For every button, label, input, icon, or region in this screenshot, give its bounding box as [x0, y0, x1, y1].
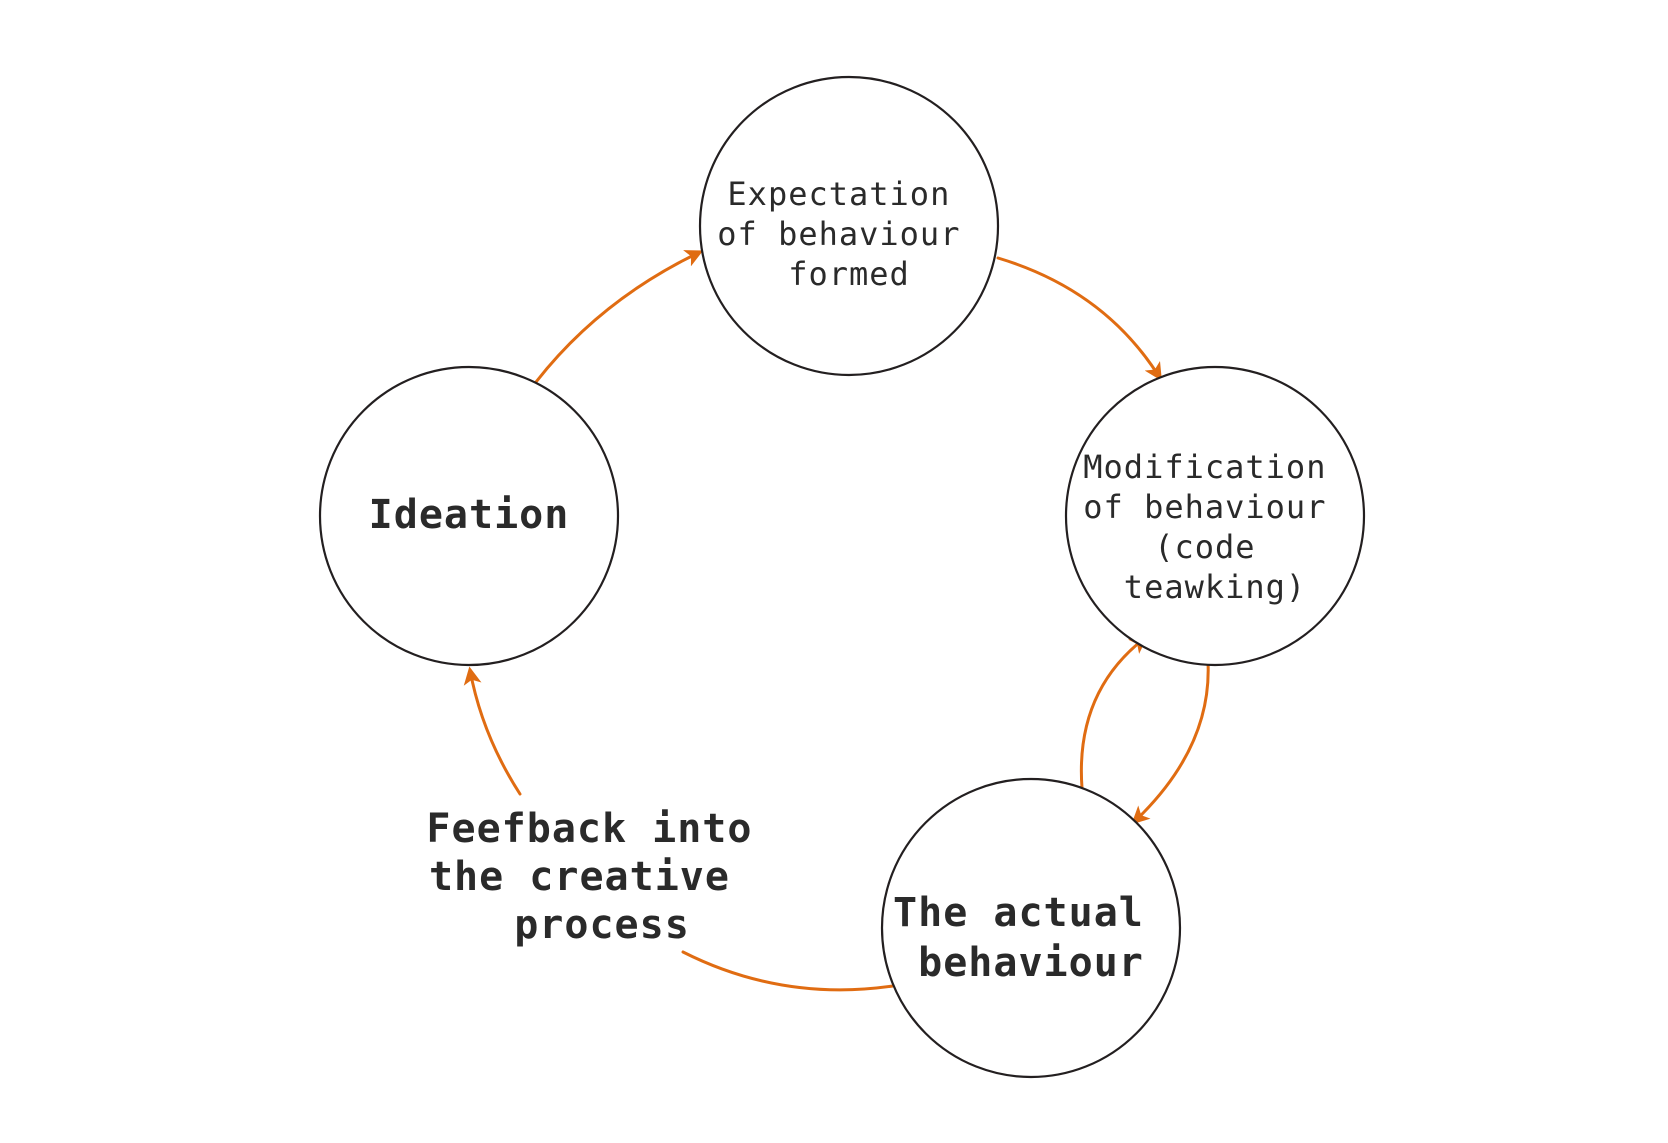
node-label: Expectation of behaviour formed [717, 175, 980, 293]
arrow-feedback-to-ideation [463, 666, 522, 796]
node-label-line: teawking) [1124, 568, 1306, 606]
node-actual: The actual behaviour [880, 777, 1182, 1079]
node-modification: Modification of behaviour (code teawking… [1064, 365, 1366, 667]
arrow-expectation-to-modification [996, 256, 1162, 382]
node-label-line: of behaviour [717, 215, 960, 253]
node-label-line: Ideation [369, 492, 570, 538]
node-circle [698, 75, 1000, 377]
node-label: Ideation [369, 492, 570, 538]
node-label-line: (code [1154, 528, 1255, 566]
node-label: The actual behaviour [893, 890, 1169, 986]
node-circle [318, 365, 620, 667]
node-label-line: Modification [1083, 448, 1326, 486]
arrow-actual-to-feedback [681, 950, 895, 992]
feedback-label-line: process [514, 902, 690, 948]
node-label-line: of behaviour [1083, 488, 1326, 526]
node-label-line: behaviour [918, 940, 1144, 986]
feedback-label-line: Feefback into [426, 806, 752, 852]
node-ideation: Ideation [318, 365, 620, 667]
node-label-line: Expectation [727, 175, 950, 213]
arrow-modification-to-actual [1131, 660, 1210, 825]
node-expectation: Expectation of behaviour formed [698, 75, 1000, 377]
node-label-line: formed [788, 255, 910, 293]
connectors [463, 250, 1210, 992]
arrow-ideation-to-expectation [534, 250, 704, 384]
node-circle [880, 777, 1182, 1079]
node-circle [1064, 365, 1366, 667]
arrow-actual-to-modification [1079, 635, 1148, 790]
node-label: Modification of behaviour (code teawking… [1083, 448, 1346, 606]
feedback-label: Feefback into the creative process [426, 806, 777, 948]
feedback-label-line: the creative [429, 854, 730, 900]
node-label-line: The actual [893, 890, 1144, 936]
